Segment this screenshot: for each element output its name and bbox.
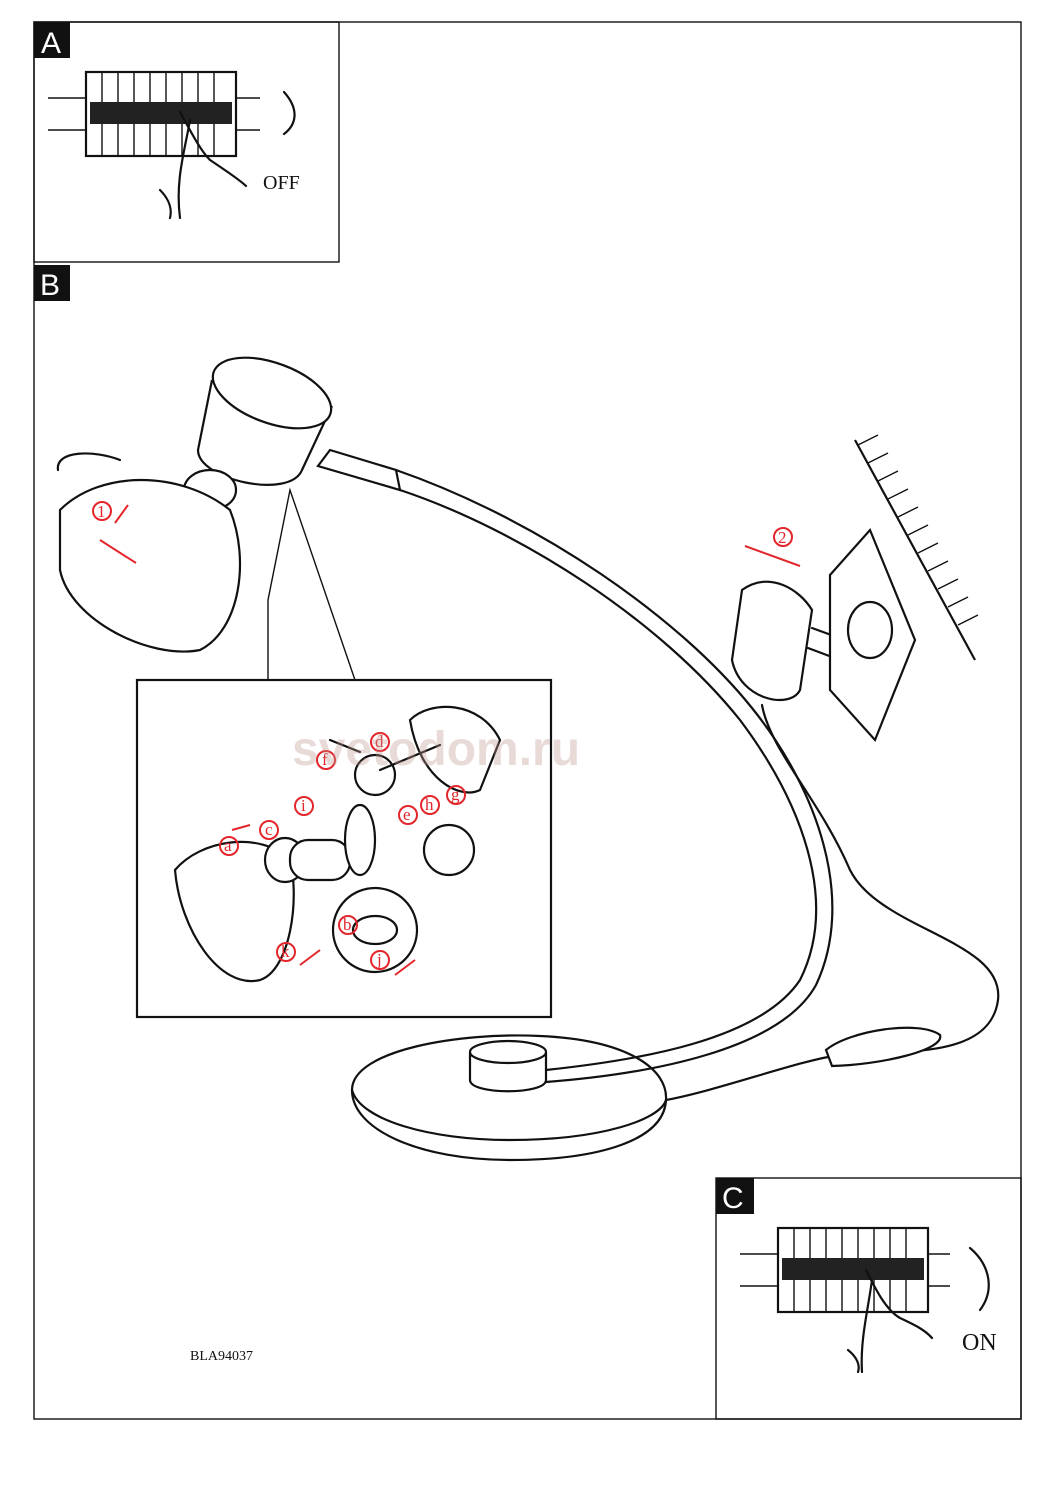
svg-text:e: e <box>403 805 411 824</box>
detail-inset: a b c d e f g h i j k <box>135 487 553 1019</box>
svg-text:g: g <box>451 785 460 804</box>
panel-c-tag <box>716 1178 754 1214</box>
svg-text:i: i <box>301 796 306 815</box>
svg-text:f: f <box>322 750 328 769</box>
rotate-arrow-icon <box>968 1246 990 1312</box>
red-arrow-icon <box>99 504 137 564</box>
svg-text:k: k <box>281 942 290 961</box>
part-markers: a b c d e f g h i j k <box>219 732 466 976</box>
rotate-shade-arrow <box>56 452 122 472</box>
model-code: BLA94037 <box>190 1349 253 1364</box>
step-1-marker <box>92 501 112 521</box>
off-label: OFF <box>263 172 300 194</box>
panel-c: C ON <box>715 1177 1022 1420</box>
wall-hatch <box>854 434 979 661</box>
panel-a: A OFF <box>33 21 340 263</box>
panel-c-tag-label: C <box>722 1182 744 1215</box>
power-cord <box>664 703 1000 1102</box>
hand-icon <box>846 1268 934 1374</box>
lamp-arm <box>398 488 818 1072</box>
page-frame <box>33 21 1022 1420</box>
step-1-label: 1 <box>97 502 106 521</box>
panel-b-tag <box>34 265 70 301</box>
lamp-shade <box>58 479 242 653</box>
arm-end <box>408 705 502 794</box>
panel-b-tag-label: B <box>40 269 60 302</box>
svg-text:a: a <box>224 836 232 855</box>
red-arrow-icon <box>744 545 801 567</box>
svg-text:j: j <box>376 950 382 969</box>
step-2-label: 2 <box>778 528 787 547</box>
breaker-panel-icon <box>48 70 260 158</box>
panel-a-tag-label: A <box>41 27 61 60</box>
star-nut <box>353 753 397 797</box>
svg-text:h: h <box>425 795 434 814</box>
panel-a-tag <box>34 22 70 58</box>
power-adapter <box>730 580 814 702</box>
svg-text:d: d <box>375 732 384 751</box>
step-2-marker <box>773 527 793 547</box>
svg-text:c: c <box>265 820 273 839</box>
svg-text:b: b <box>343 915 352 934</box>
star-nut <box>422 823 476 877</box>
inline-switch <box>824 1026 942 1068</box>
on-label: ON <box>962 1330 997 1356</box>
watermark: svetodom.ru <box>292 723 580 776</box>
hand-icon <box>158 110 248 220</box>
breaker-panel-icon <box>740 1226 950 1314</box>
desk-lamp: 1 2 <box>56 356 1000 1162</box>
rotate-arrow-icon <box>282 90 296 136</box>
